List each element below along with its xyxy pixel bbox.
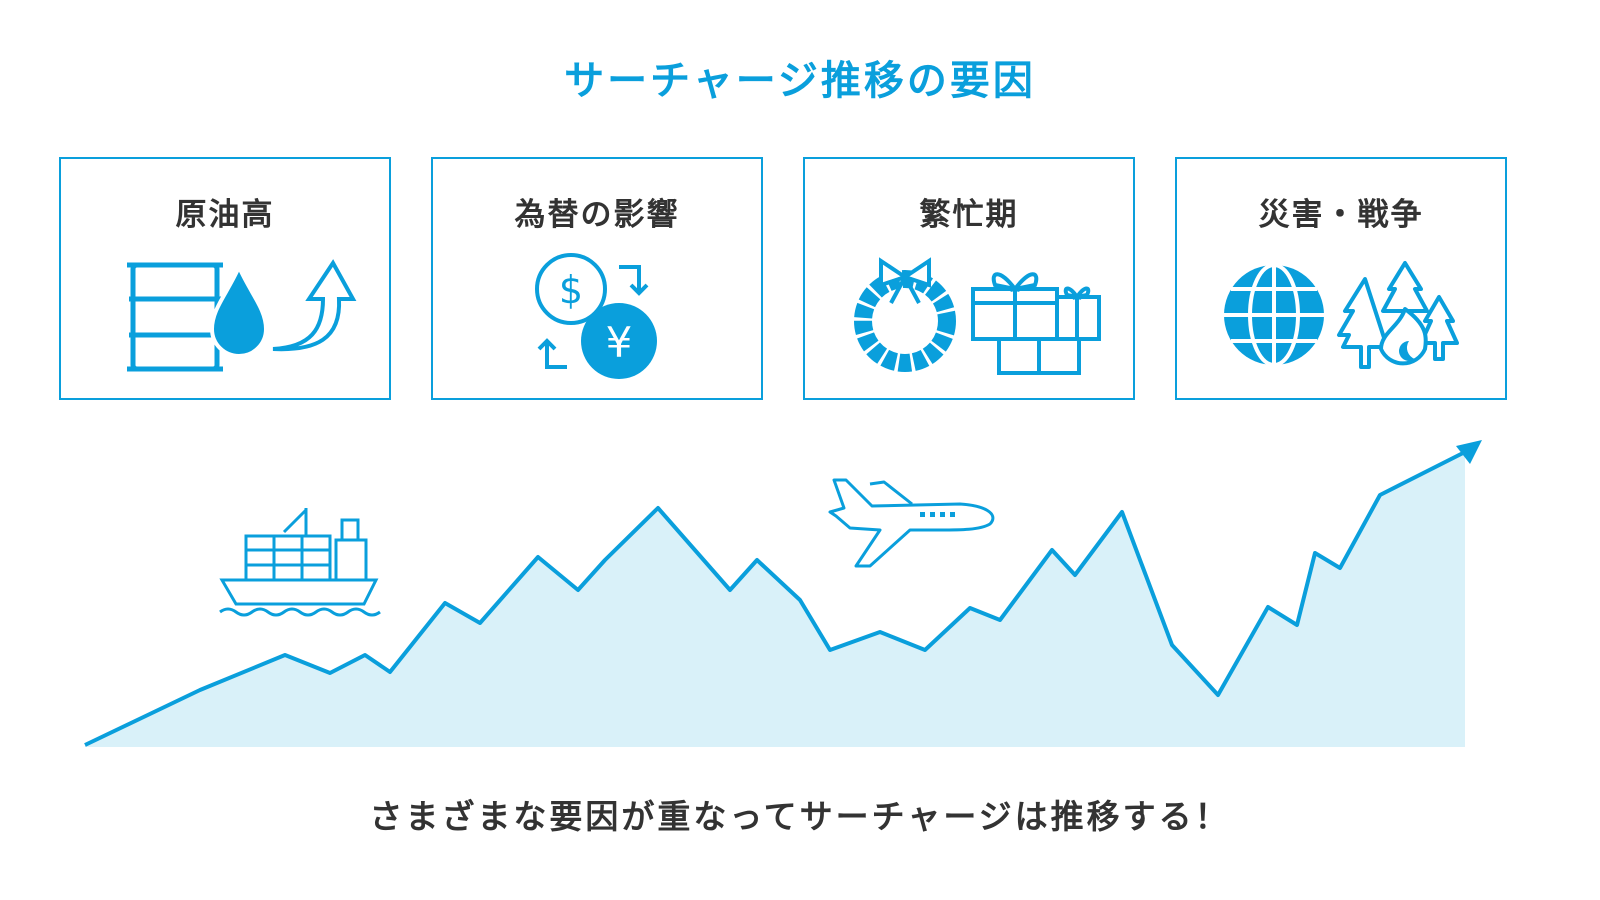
forest-fire-icon (1337, 261, 1459, 369)
yen-coin-icon: ¥ (581, 303, 657, 379)
svg-text:$: $ (559, 268, 583, 312)
page-title: サーチャージ推移の要因 (564, 58, 1036, 104)
trend-area (85, 452, 1465, 747)
wreath-icon (854, 257, 956, 372)
gift-boxes-icon (971, 272, 1101, 375)
arrow-up-icon (272, 259, 357, 352)
dollar-coin-icon: $ (535, 253, 607, 325)
caption: さまざまな要因が重なってサーチャージは推移する！ (369, 797, 1231, 836)
factor-card-disaster-war: 災害・戦争 (1175, 157, 1507, 400)
cargo-ship-icon (219, 508, 381, 617)
factor-card-peak-season: 繁忙期 (803, 157, 1135, 400)
factor-card-oil: 原油高 (59, 157, 391, 400)
factor-label: 繁忙期 (919, 197, 1019, 233)
factor-label: 為替の影響 (514, 197, 680, 233)
svg-text:¥: ¥ (606, 318, 633, 367)
exchange-arrows-icon (537, 265, 649, 369)
globe-icon (1224, 263, 1324, 367)
factor-label: 原油高 (175, 197, 275, 233)
trend-arrowhead (1456, 440, 1482, 464)
trend-line (84, 450, 1466, 747)
airplane-icon (828, 478, 995, 568)
factor-label: 災害・戦争 (1258, 197, 1424, 233)
oil-drop-icon (209, 262, 269, 358)
factor-card-exchange: 為替の影響 $ ¥ (431, 157, 763, 400)
oil-barrel-icon (127, 262, 223, 372)
